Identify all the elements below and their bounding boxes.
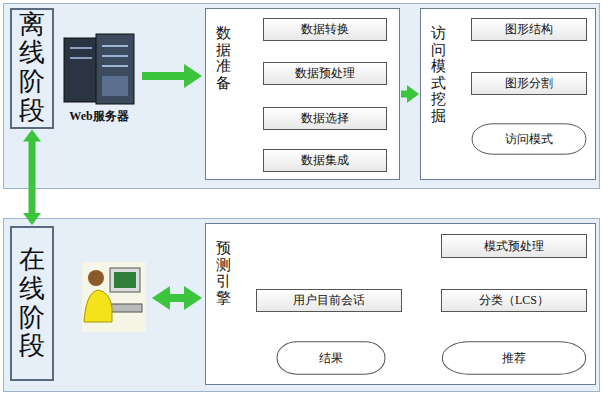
group-panel: 访问模式挖掘 图形结构图形分割访问模式 (420, 8, 596, 180)
process-box: 图形分割 (471, 72, 587, 95)
process-box: 数据选择 (263, 107, 387, 130)
group-panel: 预测引擎用户目前会话 模式预处理分类（LCS） 推荐 结果 (205, 223, 596, 385)
stage-heading: 数据准备 (216, 25, 231, 91)
box-label: 访问模式 (505, 131, 553, 148)
user-illustration (82, 262, 146, 332)
process-box: 模式预处理 (441, 234, 587, 258)
process-box: 用户目前会话 (256, 289, 402, 312)
stage-box: 离线阶段 (10, 8, 54, 129)
box-label: 数据选择 (301, 110, 349, 127)
box-label: 分类（LCS） (479, 292, 549, 309)
process-box: 数据转换 (263, 18, 387, 41)
stage-heading: 预测引擎 (216, 240, 231, 306)
result-oval: 结果 (276, 341, 386, 375)
process-box: 数据预处理 (263, 62, 387, 85)
process-box: 数据集成 (263, 149, 387, 172)
stage-heading: 访问模式挖掘 (431, 25, 446, 124)
box-label: 数据集成 (301, 152, 349, 169)
flow-arrow (401, 85, 419, 103)
box-label: 图形结构 (505, 21, 553, 38)
flow-arrow (23, 130, 41, 226)
user-arrow (152, 286, 202, 310)
stage-heading: 离线阶段 (19, 11, 45, 125)
result-oval: 访问模式 (471, 123, 587, 155)
server-illustration (64, 34, 134, 104)
server-label: Web服务器 (56, 108, 142, 125)
process-box: 图形结构 (471, 18, 587, 41)
stage-box: 在线阶段 (10, 226, 54, 381)
box-label: 数据转换 (301, 21, 349, 38)
stage-heading: 在线阶段 (19, 246, 45, 360)
box-label: 用户目前会话 (293, 292, 365, 309)
box-label: 推荐 (502, 350, 526, 367)
box-label: 结果 (319, 350, 343, 367)
box-label: 数据预处理 (295, 65, 355, 82)
process-box: 分类（LCS） (441, 289, 587, 312)
box-label: 模式预处理 (484, 238, 544, 255)
group-panel: 数据准备 数据转换数据预处理数据选择数据集成 (205, 8, 400, 180)
box-label: 图形分割 (505, 75, 553, 92)
server-arrow (142, 64, 202, 88)
result-oval: 推荐 (441, 341, 587, 375)
